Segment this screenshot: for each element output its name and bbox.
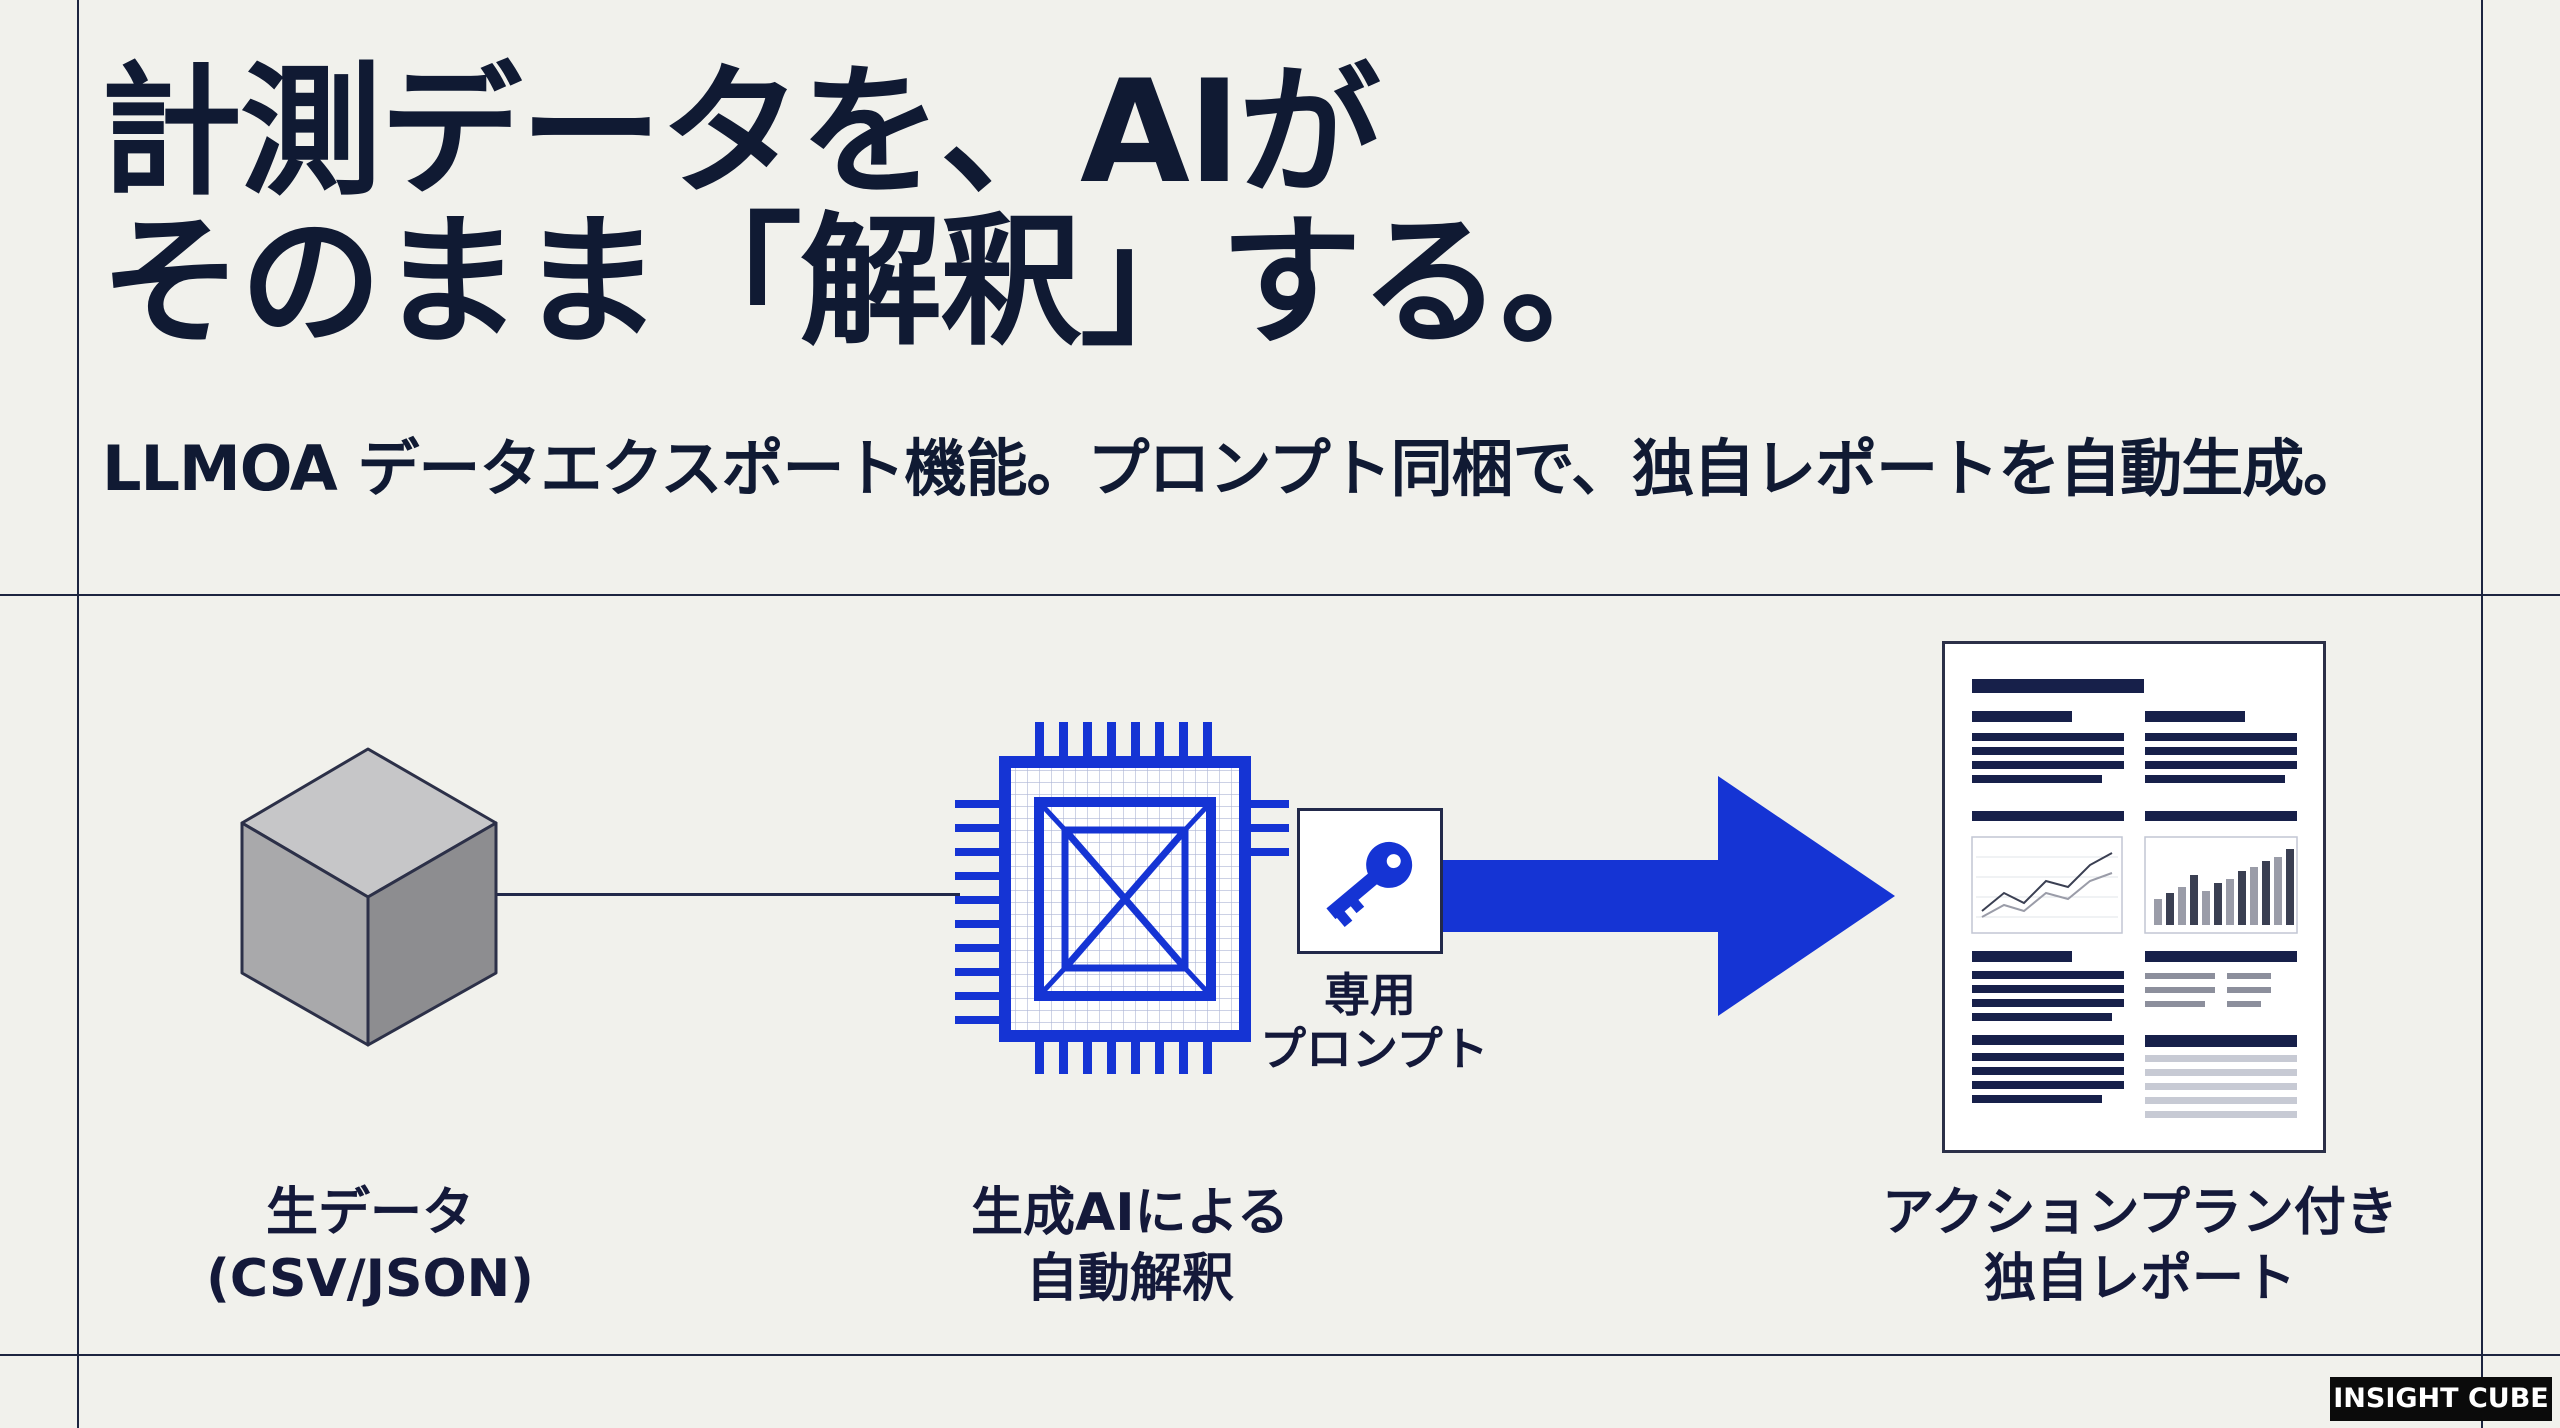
arrow-right-icon [1440,776,1895,1016]
grid-line-right [2481,0,2483,1428]
step-report-title: アクションプラン付き [1882,1183,2398,1243]
step-raw-data-label: 生データ (CSV/JSON) [170,1180,570,1312]
grid-line-bottom [0,1354,2560,1356]
grid-line-middle [0,594,2560,596]
headline-line-1: 計測データを、AIが [100,50,1381,215]
cube-icon [240,747,498,1047]
key-icon [1297,808,1443,954]
headline: 計測データを、AIが そのまま「解釈」する。 [100,50,1642,365]
report-document-icon [1942,641,2326,1153]
step-raw-data-format: (CSV/JSON) [206,1249,534,1309]
step-report-label: アクションプラン付き 独自レポート [1880,1180,2400,1312]
connector-line [496,893,960,896]
brand-badge: INSIGHT CUBE [2330,1377,2552,1421]
step-report-subtitle: 独自レポート [1983,1249,2296,1309]
prompt-label-line-1: 専用 [1324,968,1416,1022]
ai-chip-icon [955,722,1289,1074]
step-ai-interpretation-subtitle: 自動解釈 [1025,1249,1234,1309]
headline-line-2: そのまま「解釈」する。 [100,200,1642,365]
step-ai-interpretation-label: 生成AIによる 自動解釈 [930,1180,1330,1312]
prompt-label: 専用 プロンプト [1260,968,1489,1076]
prompt-label-line-2: プロンプト [1260,1022,1489,1076]
step-raw-data-title: 生データ [265,1183,474,1243]
grid-line-left [77,0,79,1428]
step-ai-interpretation-title: 生成AIによる [970,1183,1290,1243]
subheadline: LLMOA データエクスポート機能。プロンプト同梱で、独自レポートを自動生成。 [102,432,2365,505]
